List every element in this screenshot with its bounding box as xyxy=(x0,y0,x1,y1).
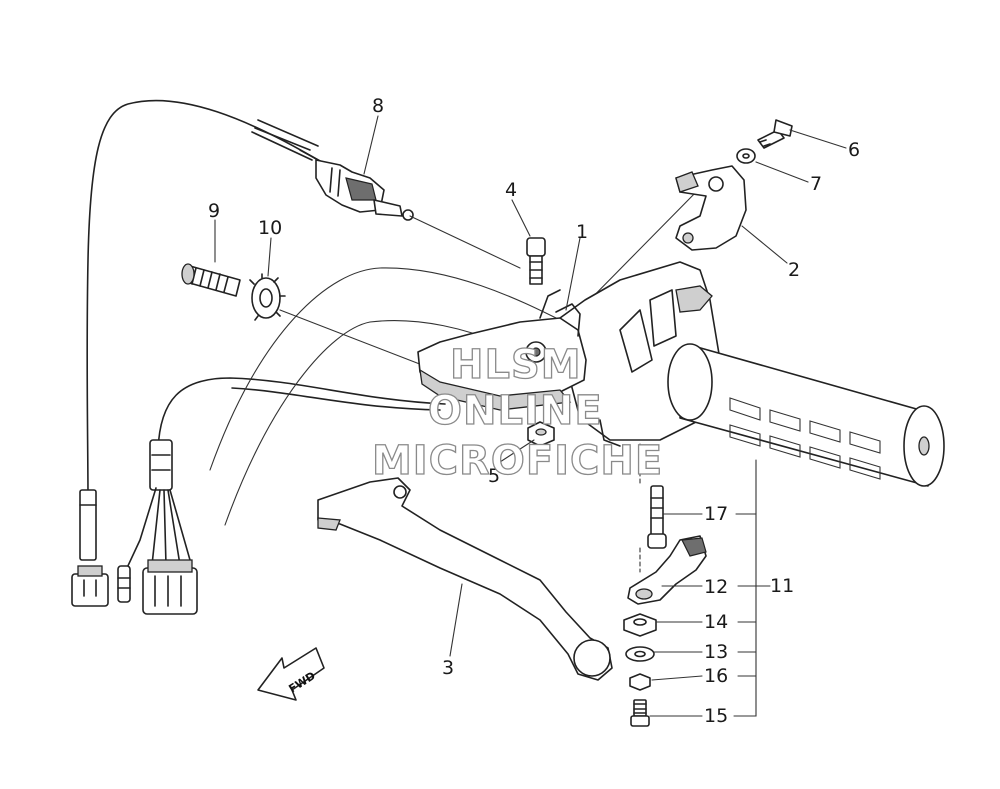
callout-9: 9 xyxy=(208,200,220,222)
callout-15: 15 xyxy=(704,705,728,727)
watermark-line-3: MICROFICHE xyxy=(372,438,663,484)
callout-12: 12 xyxy=(704,576,728,598)
callout-labels: 1 2 3 4 5 6 7 8 9 10 11 12 13 14 15 16 1… xyxy=(208,95,860,727)
callout-5: 5 xyxy=(488,465,500,487)
callout-3: 3 xyxy=(442,657,454,679)
lever-holder-part-1 xyxy=(417,289,587,411)
callout-1: 1 xyxy=(576,221,588,243)
callout-11: 11 xyxy=(770,575,794,597)
callout-17: 17 xyxy=(704,503,728,525)
callout-leaders xyxy=(214,115,847,717)
washer-part-7 xyxy=(736,148,756,164)
locknut-part-10 xyxy=(249,273,286,321)
callout-13: 13 xyxy=(704,641,728,663)
callout-7: 7 xyxy=(810,173,822,195)
clutch-switch-part-8 xyxy=(299,149,414,221)
callout-8: 8 xyxy=(372,95,384,117)
clutch-lever-part-3 xyxy=(317,477,613,681)
wiring-harness xyxy=(71,99,561,615)
callout-4: 4 xyxy=(505,179,517,201)
watermark: HLSM ONLINE MICROFICHE xyxy=(371,341,663,484)
callout-10: 10 xyxy=(258,217,282,239)
callout-16: 16 xyxy=(704,665,728,687)
hot-start-assembly xyxy=(623,443,707,727)
clamp-part-2 xyxy=(675,165,747,251)
callout-2: 2 xyxy=(788,259,800,281)
adjuster-bolt-part-9 xyxy=(181,263,241,297)
handlebar-grip xyxy=(667,343,945,487)
screw-part-6 xyxy=(757,119,793,149)
callout-6: 6 xyxy=(848,139,860,161)
forward-direction-arrow: FWD xyxy=(257,647,325,701)
pivot-bolt-part-4 xyxy=(526,237,546,285)
watermark-line-1: HLSM xyxy=(450,342,582,388)
watermark-line-2: ONLINE xyxy=(428,388,603,434)
callout-14: 14 xyxy=(704,611,728,633)
